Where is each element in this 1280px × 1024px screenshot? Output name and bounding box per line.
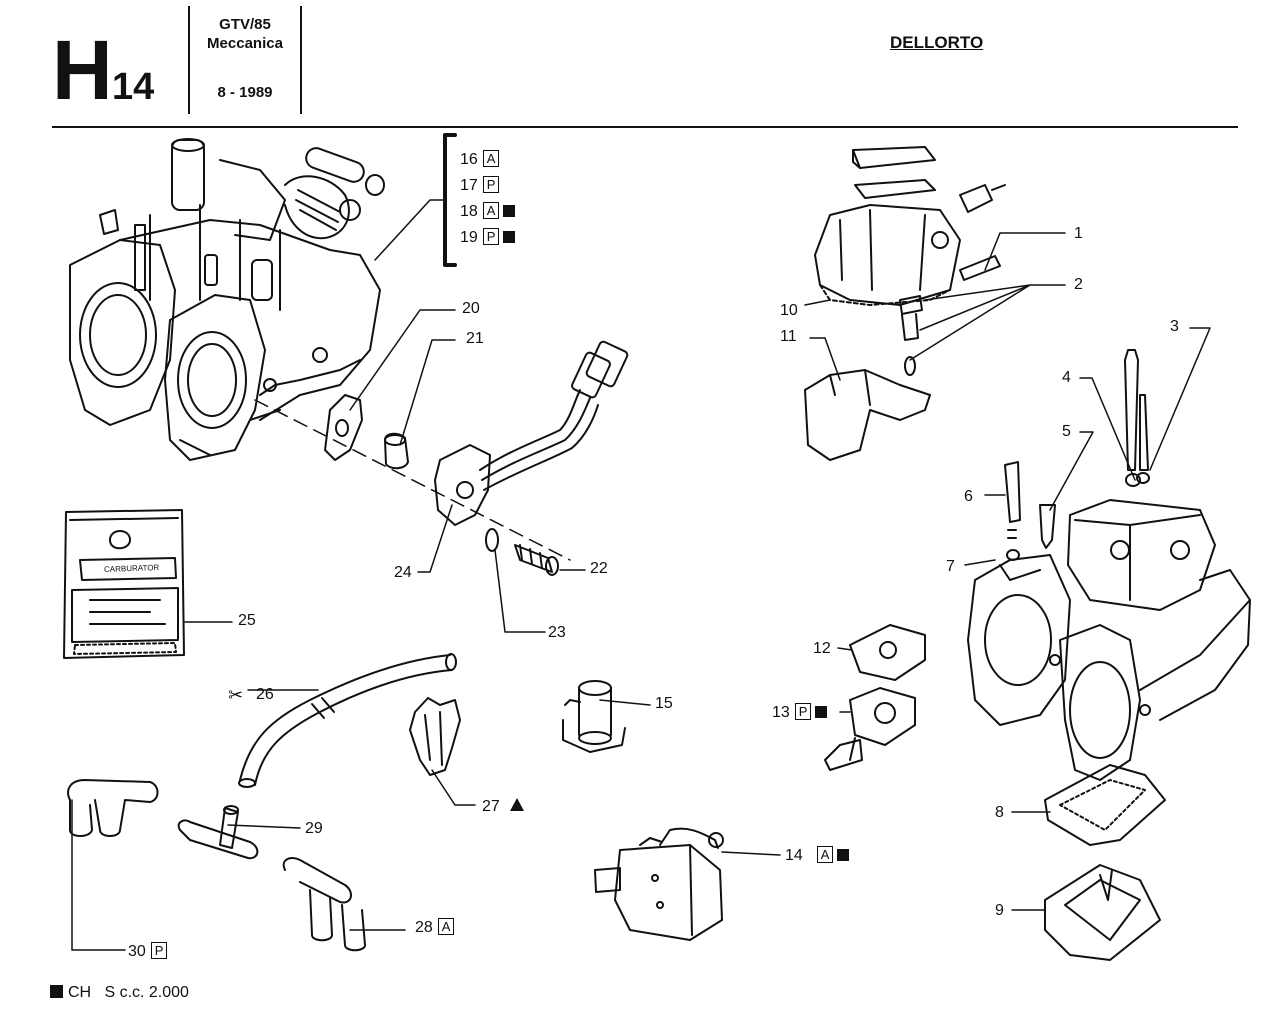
- callout-1: 1: [1074, 225, 1083, 242]
- callout-3: 3: [1170, 318, 1179, 335]
- scissors-icon: ✂: [228, 685, 244, 705]
- leader-lines-right: [721, 232, 1211, 911]
- callout-15: 15: [655, 695, 673, 712]
- jets-drawing: [1004, 349, 1150, 561]
- float-chamber-cover-drawing: [804, 146, 1006, 461]
- header-rule: [52, 126, 1238, 128]
- throttle-sensor-drawing: [254, 340, 629, 576]
- gasket-and-base-drawing: [1044, 764, 1166, 961]
- callout-9: 9: [995, 902, 1004, 919]
- footer-legend: CH S c.c. 2.000: [50, 984, 189, 1002]
- leader-lines-left: [71, 309, 651, 951]
- microswitch-drawing: [594, 827, 724, 941]
- header-info-box: GTV/85 Meccanica 8 - 1989: [188, 6, 302, 114]
- callout-23: 23: [548, 624, 566, 641]
- fuel-hose-drawing: [238, 653, 457, 788]
- triangle-marker-icon: [509, 798, 524, 811]
- section-letter: H: [52, 23, 113, 117]
- date-label: 8 - 1989: [217, 84, 273, 101]
- brand-title: DELLORTO: [890, 33, 984, 52]
- diaphragm-pump-drawing: [824, 624, 926, 771]
- square-marker-icon: [503, 205, 516, 217]
- callout-4: 4: [1062, 369, 1071, 386]
- callout-21: 21: [466, 330, 484, 347]
- model-label: GTV/85: [219, 16, 271, 33]
- callout-26: 26: [256, 686, 274, 703]
- carburetor-body-drawing: [967, 499, 1251, 781]
- callout-29: 29: [305, 820, 323, 837]
- callout-5: 5: [1062, 423, 1071, 440]
- carburetor-assembly-drawing: [69, 138, 385, 461]
- square-marker-icon: [50, 985, 63, 998]
- callout-2: 2: [1074, 276, 1083, 293]
- repair-kit-drawing: [63, 509, 185, 659]
- callout-8: 8: [995, 804, 1004, 821]
- hose-clip-drawing: [409, 697, 461, 776]
- callout-10: 10: [780, 302, 798, 319]
- callout-6: 6: [964, 488, 973, 505]
- tube-fittings-drawing: [67, 779, 366, 952]
- callout-7: 7: [946, 558, 955, 575]
- callout-22: 22: [590, 560, 608, 577]
- callout-27: 27: [482, 798, 524, 816]
- square-marker-icon: [503, 231, 516, 243]
- kit-box-label: CARBURATOR: [103, 563, 160, 574]
- callout-12: 12: [813, 640, 831, 657]
- callout-24: 24: [394, 564, 412, 581]
- connector-drawing: [562, 680, 626, 753]
- square-marker-icon: [815, 706, 828, 718]
- section-number: 14: [112, 66, 155, 108]
- callout-11: 11: [780, 328, 797, 345]
- square-marker-icon: [837, 849, 850, 861]
- callout-group-bracket: [443, 133, 457, 267]
- group-label: Meccanica: [207, 35, 283, 52]
- callout-20: 20: [462, 300, 480, 317]
- callout-25: 25: [238, 612, 256, 629]
